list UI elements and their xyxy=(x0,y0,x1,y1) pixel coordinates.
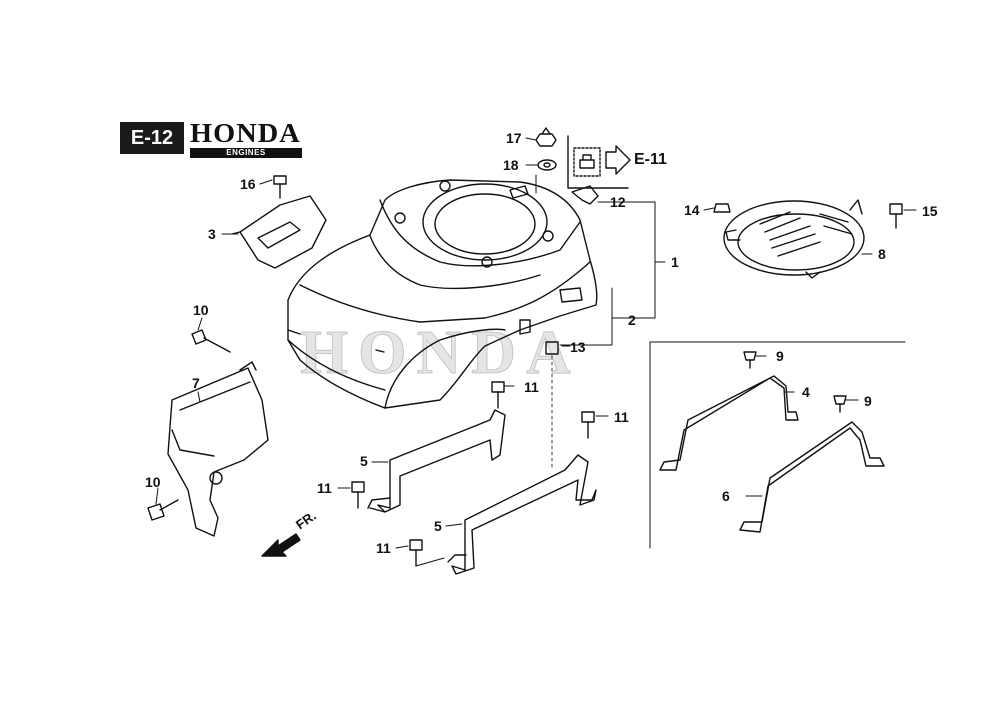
front-arrow-icon xyxy=(261,533,301,557)
bolt-part-15 xyxy=(889,203,903,229)
callout-2: 2 xyxy=(628,312,636,328)
callout-4: 4 xyxy=(802,384,810,400)
callout-15: 15 xyxy=(922,203,938,219)
callout-8: 8 xyxy=(878,246,886,262)
callout-5-lower: 5 xyxy=(434,518,442,534)
bolt-part-16 xyxy=(273,175,287,199)
callout-1: 1 xyxy=(671,254,679,270)
section-code-badge: E-12 xyxy=(120,122,184,154)
leader-lines xyxy=(535,174,906,549)
callout-7: 7 xyxy=(192,375,200,391)
fan-cover-part-8 xyxy=(723,199,865,279)
brand-logo: HONDA ENGINES xyxy=(190,120,302,158)
callout-11-a: 11 xyxy=(524,379,539,395)
callout-18: 18 xyxy=(503,157,519,173)
callout-12: 12 xyxy=(610,194,626,210)
bracket-part-3 xyxy=(231,195,327,269)
bolt-part-11-a xyxy=(491,381,505,409)
callout-9-b: 9 xyxy=(864,393,872,409)
stay-part-6 xyxy=(739,421,885,533)
callout-6: 6 xyxy=(722,488,730,504)
reference-box xyxy=(567,135,631,189)
arrow-right-icon xyxy=(605,145,631,175)
callout-11-b: 11 xyxy=(614,409,629,425)
stay-part-4 xyxy=(659,375,799,471)
callout-11-c: 11 xyxy=(317,480,332,496)
bolt-part-11-c xyxy=(351,481,365,509)
stay-part-5-lower xyxy=(447,454,597,575)
bolt-part-10-top xyxy=(191,329,231,353)
nut-part-14 xyxy=(713,203,731,213)
nut-part-13 xyxy=(545,341,559,355)
callout-9-a: 9 xyxy=(776,348,784,364)
callout-16: 16 xyxy=(240,176,256,192)
engine-shroud xyxy=(287,179,598,409)
callout-10-top: 10 xyxy=(193,302,209,318)
nut-part-17 xyxy=(535,127,557,147)
callout-5-upper: 5 xyxy=(360,453,368,469)
callout-14: 14 xyxy=(684,202,700,218)
clip-part-12 xyxy=(571,185,599,205)
washer-part-18 xyxy=(537,159,557,171)
callout-10-bottom: 10 xyxy=(145,474,161,490)
brand-name: HONDA xyxy=(190,118,301,148)
stay-part-5-upper xyxy=(367,409,506,513)
callout-13: 13 xyxy=(570,339,586,355)
callout-leaders xyxy=(155,137,917,567)
bolt-part-9-a xyxy=(743,351,757,369)
cover-part-7 xyxy=(167,361,269,537)
brand-subtitle: ENGINES xyxy=(190,148,302,158)
reference-label: E-11 xyxy=(634,151,667,168)
callout-11-d: 11 xyxy=(376,540,391,556)
bolt-part-11-d xyxy=(409,539,423,567)
bolt-part-9-b xyxy=(833,395,847,413)
bolt-part-11-b xyxy=(581,411,595,439)
bolt-part-10-bottom xyxy=(147,499,179,521)
callout-3: 3 xyxy=(208,226,216,242)
callout-17: 17 xyxy=(506,130,522,146)
